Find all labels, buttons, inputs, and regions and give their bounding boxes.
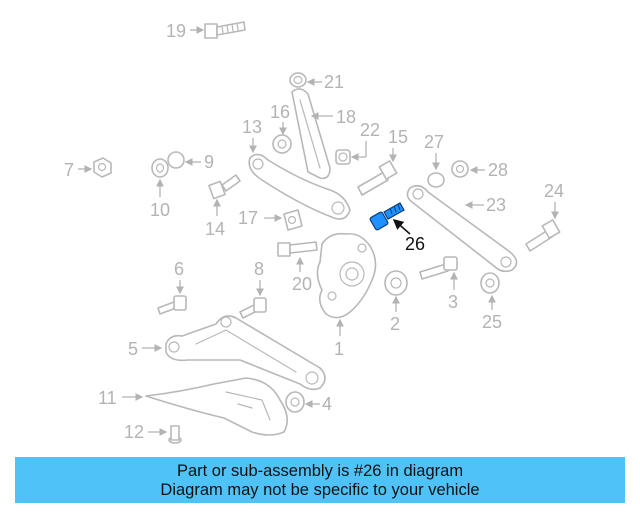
nut-28[interactable] — [451, 160, 469, 178]
bolt-15[interactable] — [357, 160, 398, 196]
bolt-19[interactable] — [204, 21, 246, 39]
parts-diagram: 19 21 18 16 22 13 15 2 — [64, 21, 564, 444]
callout-22: 22 — [360, 120, 380, 140]
info-banner: Part or sub-assembly is #26 in diagram D… — [15, 457, 625, 503]
banner-line-1: Part or sub-assembly is #26 in diagram — [176, 462, 464, 480]
callout-3: 3 — [448, 292, 458, 312]
callout-9: 9 — [204, 152, 214, 172]
callout-12: 12 — [124, 422, 144, 442]
knuckle-1[interactable] — [316, 232, 377, 319]
bolt-14[interactable] — [208, 174, 241, 200]
ring-9[interactable] — [167, 151, 185, 169]
nut-10[interactable] — [151, 158, 169, 178]
callout-18: 18 — [336, 107, 356, 127]
callout-2: 2 — [390, 314, 400, 334]
callout-16: 16 — [270, 102, 290, 122]
bolt-20[interactable] — [277, 241, 318, 257]
nut-21[interactable] — [289, 72, 307, 88]
nut-7[interactable] — [93, 157, 112, 178]
callout-27: 27 — [424, 132, 444, 152]
link-18[interactable] — [291, 88, 331, 180]
bolt-3[interactable] — [419, 256, 458, 280]
callout-7: 7 — [64, 160, 74, 180]
callout-5: 5 — [128, 339, 138, 359]
link-23[interactable] — [406, 184, 518, 273]
bolt-26-highlighted[interactable] — [369, 202, 405, 231]
control-arm-13[interactable] — [248, 153, 351, 220]
bushing-16[interactable] — [272, 134, 292, 154]
callout-17: 17 — [238, 208, 258, 228]
bolt-6[interactable] — [157, 295, 187, 315]
banner-line-2: Diagram may not be specific to your vehi… — [160, 481, 480, 499]
callout-28: 28 — [488, 160, 508, 180]
callout-15: 15 — [388, 127, 408, 147]
bolt-24[interactable] — [525, 219, 561, 252]
callout-13: 13 — [242, 117, 262, 137]
bushing-17[interactable] — [283, 209, 303, 231]
callout-26: 26 — [405, 234, 425, 254]
callout-14: 14 — [205, 219, 225, 239]
nut-22[interactable] — [335, 149, 351, 165]
callout-8: 8 — [254, 259, 264, 279]
callout-21: 21 — [324, 72, 344, 92]
bushing-25[interactable] — [480, 272, 500, 294]
callout-25: 25 — [482, 312, 502, 332]
bushing-4[interactable] — [285, 391, 305, 413]
bolt-8[interactable] — [239, 297, 267, 319]
bushing-2[interactable] — [384, 270, 408, 296]
callout-4: 4 — [322, 394, 332, 414]
ring-27[interactable] — [427, 172, 445, 188]
callout-11: 11 — [98, 388, 117, 408]
shield-11[interactable] — [145, 377, 288, 436]
control-arm-5[interactable] — [165, 315, 326, 391]
clip-12[interactable] — [168, 425, 182, 444]
callout-23: 23 — [486, 195, 506, 215]
callout-19: 19 — [166, 21, 186, 41]
callout-6: 6 — [174, 259, 184, 279]
callout-10: 10 — [150, 200, 170, 220]
callout-24: 24 — [544, 181, 564, 201]
callout-1: 1 — [334, 339, 344, 359]
callout-20: 20 — [292, 274, 312, 294]
